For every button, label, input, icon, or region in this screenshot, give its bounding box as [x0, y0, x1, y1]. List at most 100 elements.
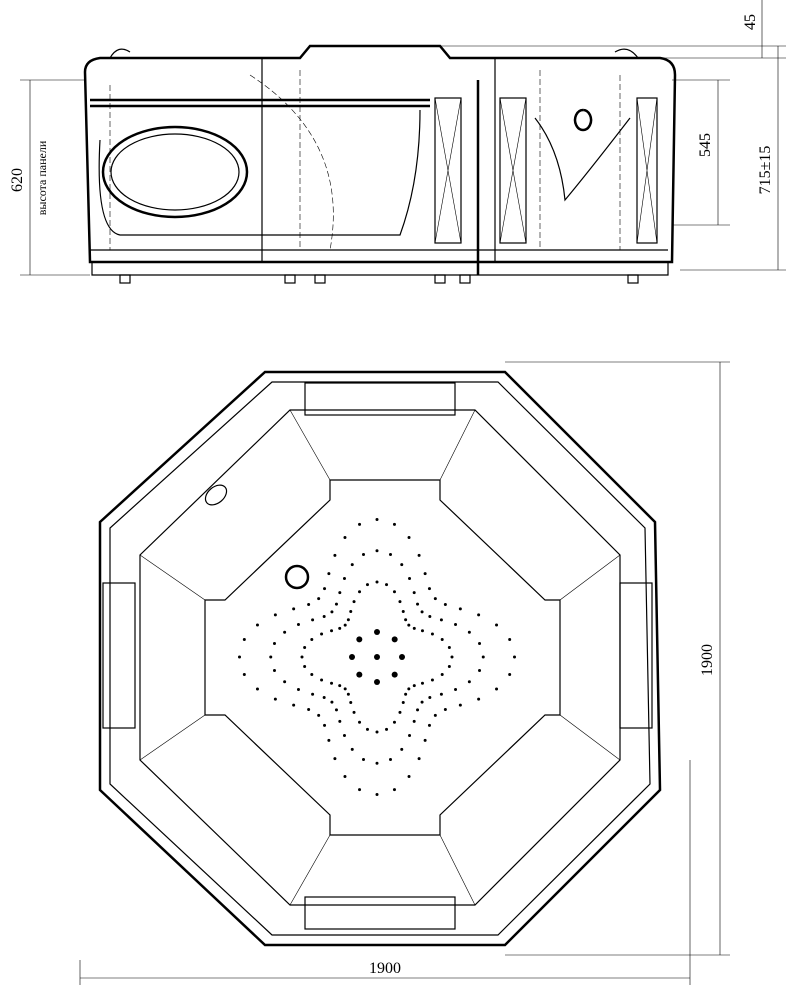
panel-curve-right: [534, 117, 631, 202]
jet-nozzle: [392, 522, 396, 526]
tub-outer-rim: [98, 370, 662, 947]
jet-nozzle: [307, 707, 311, 711]
jet-nozzle: [374, 679, 380, 685]
jet-nozzle: [495, 623, 499, 627]
jet-nozzle: [322, 696, 326, 700]
jet-nozzle: [478, 642, 482, 646]
jet-nozzle: [467, 630, 471, 634]
jet-nozzle: [398, 600, 402, 604]
support-legs: [119, 274, 639, 284]
jet-nozzle: [477, 697, 481, 701]
jet-nozzle: [401, 700, 405, 704]
jet-nozzle: [392, 788, 396, 792]
jet-nozzle: [349, 654, 355, 660]
jet-nozzle: [458, 703, 462, 707]
jet-nozzle: [338, 684, 342, 688]
jet-nozzle: [238, 655, 241, 659]
jet-nozzle: [362, 552, 366, 556]
jet-nozzle: [399, 654, 405, 660]
jet-nozzle: [330, 700, 334, 704]
jet-nozzle: [272, 642, 276, 646]
jet-nozzle: [343, 623, 347, 627]
seat-ring: [139, 409, 621, 906]
jet-nozzle: [296, 622, 300, 626]
rim-line: [90, 98, 430, 108]
jet-nozzle: [423, 738, 427, 742]
jet-nozzle: [296, 688, 300, 692]
jet-nozzle: [350, 747, 354, 751]
jet-nozzle: [273, 697, 277, 701]
oval-window-inner: [110, 133, 240, 211]
plan-dimensions: 1900 1900: [79, 361, 730, 985]
jet-nozzle: [495, 687, 499, 691]
dim-width-label: 1900: [369, 960, 401, 977]
jet-nozzle: [428, 696, 432, 700]
jet-nozzle: [283, 680, 287, 684]
jet-nozzle: [477, 613, 481, 617]
jet-nozzle: [375, 793, 379, 796]
dim-depth-label: 1900: [699, 644, 716, 676]
jet-nozzle: [408, 576, 412, 580]
jet-nozzle: [343, 687, 347, 691]
jet-nozzle: [365, 727, 369, 731]
jet-nozzle: [303, 645, 307, 649]
dim-top-label: 45: [742, 14, 759, 30]
jet-nozzle: [392, 590, 396, 594]
jet-nozzle: [358, 590, 362, 594]
jet-nozzle: [311, 618, 315, 622]
jet-nozzle: [303, 665, 307, 669]
tub-base: [90, 249, 669, 276]
lattice-columns: [434, 97, 658, 244]
jet-nozzle: [513, 655, 516, 659]
jet-nozzle: [310, 672, 314, 676]
jet-nozzle: [481, 655, 485, 659]
jet-nozzle: [269, 655, 273, 659]
jet-nozzle: [374, 654, 380, 660]
jet-nozzle: [358, 720, 362, 724]
jet-nozzle: [443, 603, 447, 607]
jet-nozzle: [352, 600, 356, 604]
dim-total-height-label: 715±15: [757, 146, 774, 195]
jet-nozzle: [447, 665, 451, 669]
jet-nozzle: [292, 607, 296, 611]
jet-nozzle: [412, 684, 416, 688]
jet-nozzle: [334, 708, 338, 712]
jet-nozzle: [443, 707, 447, 711]
jet-nozzle: [358, 522, 362, 526]
side-elevation-view: [83, 44, 677, 284]
jet-nozzle: [342, 734, 346, 738]
jet-nozzle: [467, 680, 471, 684]
jet-nozzle: [375, 518, 379, 521]
jet-nozzle: [333, 553, 337, 557]
jet-nozzle: [420, 629, 424, 633]
jet-nozzle: [343, 535, 347, 539]
jet-nozzle: [427, 723, 431, 727]
jet-nozzle: [416, 708, 420, 712]
jet-nozzle: [440, 638, 444, 642]
jet-nozzle: [350, 563, 354, 567]
jet-nozzle: [478, 668, 482, 672]
jet-nozzle: [255, 687, 259, 691]
jet-nozzle: [400, 747, 404, 751]
jet-nozzle: [334, 602, 338, 606]
overflow-icon: [204, 484, 228, 506]
jet-nozzle: [273, 613, 277, 617]
jet-nozzle: [346, 618, 350, 622]
jet-nozzle: [307, 603, 311, 607]
lifting-handles: [109, 48, 639, 59]
jet-nozzle: [323, 723, 327, 727]
jet-nozzle: [420, 610, 424, 614]
jet-nozzle: [430, 632, 434, 636]
jet-nozzle: [407, 623, 411, 627]
jet-nozzle: [349, 610, 353, 614]
jet-nozzle: [388, 552, 392, 556]
jet-nozzle: [333, 757, 337, 761]
jet-nozzle: [392, 720, 396, 724]
jet-nozzle: [330, 610, 334, 614]
jet-nozzle: [385, 727, 389, 731]
jet-nozzle: [423, 572, 427, 576]
jet-nozzle: [346, 692, 350, 696]
jet-nozzle: [242, 638, 246, 642]
panel-height-caption: высота панели: [35, 140, 49, 215]
drain-icon: [284, 564, 310, 590]
